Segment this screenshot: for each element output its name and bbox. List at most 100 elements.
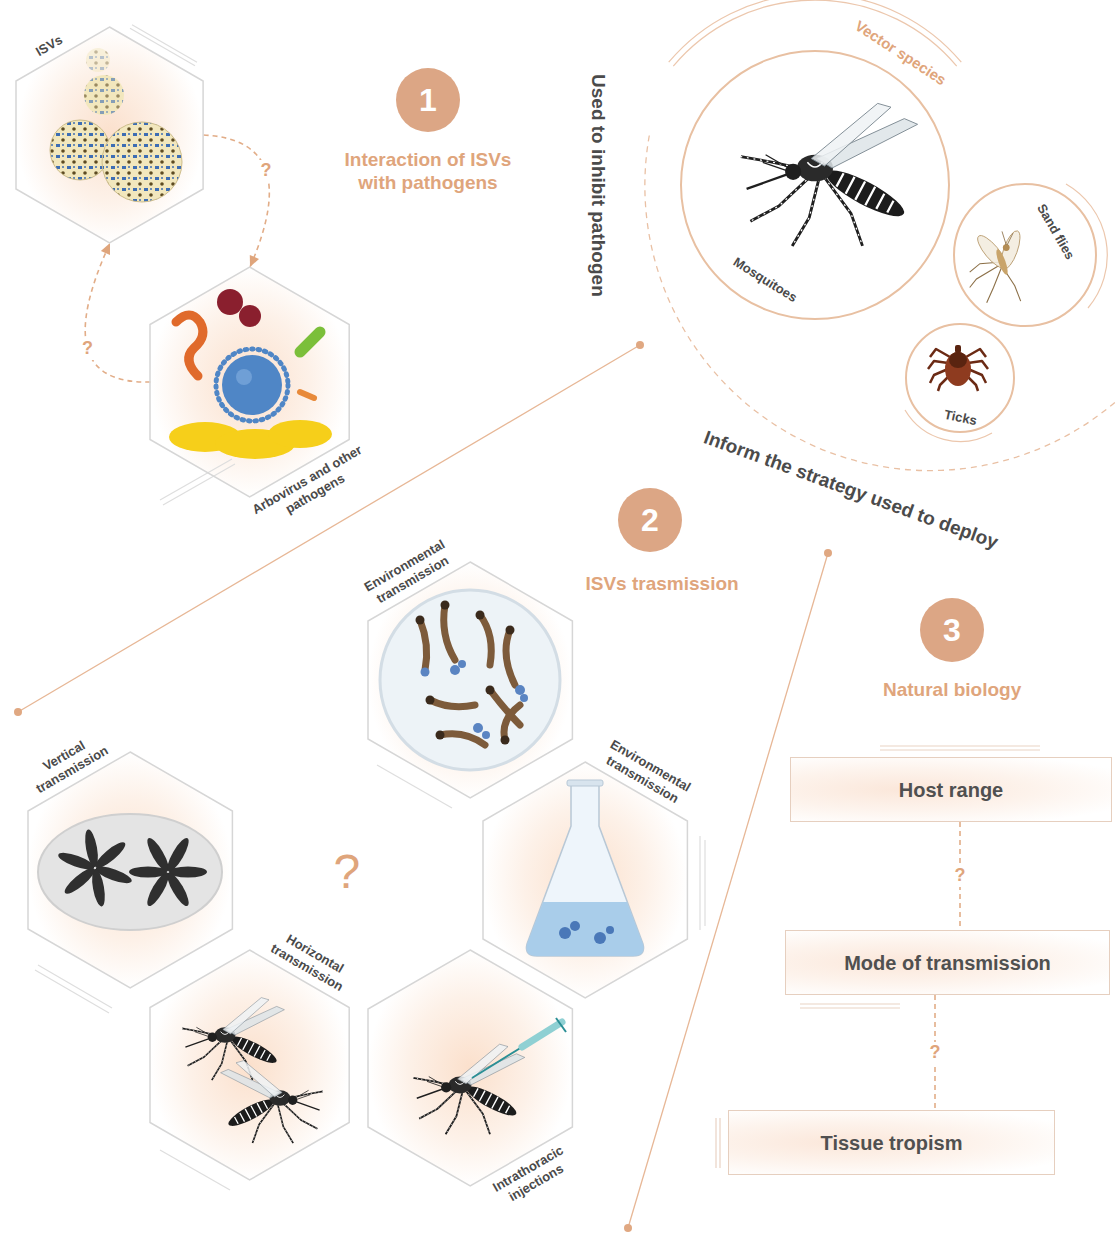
hexagon-label: Environmental transmission bbox=[351, 531, 466, 616]
larvae-dish bbox=[504, 705, 520, 740]
circle-label: Mosquitoes bbox=[730, 254, 800, 306]
box-label: Mode of transmission bbox=[844, 951, 1051, 975]
mosquito-pair bbox=[182, 998, 284, 1081]
callout-number: 3 bbox=[943, 614, 961, 646]
decor-lines bbox=[160, 1150, 230, 1190]
hexagon-panel: ISVs bbox=[16, 27, 203, 243]
isv-particles bbox=[86, 48, 110, 72]
injection-figure bbox=[413, 1018, 566, 1134]
pathogen-figures bbox=[176, 315, 203, 376]
hexagon-panel: Horizontal transmission bbox=[150, 950, 349, 1180]
section-title: Natural biology bbox=[883, 679, 1021, 702]
vector-figures bbox=[970, 229, 1024, 303]
mosquito-pair bbox=[221, 1061, 323, 1144]
decor-lines bbox=[700, 836, 705, 930]
larvae-dish bbox=[426, 696, 435, 705]
hexagon-outline bbox=[368, 562, 572, 798]
circle-outline bbox=[680, 50, 950, 320]
circle-outline bbox=[906, 324, 1014, 432]
vector-arcs bbox=[645, 136, 1118, 471]
vector-figures bbox=[741, 103, 1024, 391]
section-title: ISVs trasmission bbox=[586, 573, 739, 596]
connector-line bbox=[14, 708, 22, 716]
egg-dish bbox=[62, 864, 98, 897]
hexagon-outline bbox=[150, 950, 349, 1180]
isv-particles bbox=[84, 75, 124, 115]
callout-circle: 1 bbox=[396, 68, 460, 132]
edge-label: ? bbox=[78, 338, 97, 360]
isv-particles bbox=[50, 48, 182, 202]
larvae-dish bbox=[421, 660, 529, 739]
vector-figures bbox=[928, 349, 988, 391]
hexagon-outline bbox=[28, 752, 232, 988]
decor-lines bbox=[880, 746, 1040, 750]
larvae-dish bbox=[473, 723, 483, 733]
connector-line bbox=[624, 1224, 632, 1232]
hexagon-ground bbox=[150, 950, 349, 1180]
callout-number: 2 bbox=[641, 504, 659, 536]
larvae-dish bbox=[501, 736, 510, 745]
larvae-dish bbox=[440, 734, 485, 745]
larvae-dish bbox=[486, 686, 495, 695]
isv-particles bbox=[102, 122, 182, 202]
pathogen-figures bbox=[239, 305, 261, 327]
dashed-connector bbox=[85, 243, 150, 382]
vector-figures bbox=[1003, 244, 1010, 251]
hexagon-outline bbox=[16, 27, 203, 243]
larvae-dish bbox=[421, 668, 430, 677]
hexagon-outline bbox=[16, 27, 203, 243]
group-title: Vector species bbox=[851, 17, 949, 89]
vector-figures bbox=[1002, 231, 1013, 245]
isv-particles bbox=[102, 122, 182, 202]
isv-particles bbox=[86, 48, 110, 72]
hexagon-label: Vertical transmission bbox=[13, 722, 124, 804]
hexagon-panel: Intrathoracic injections bbox=[368, 950, 572, 1186]
vector-figures bbox=[945, 352, 971, 386]
isv-particles bbox=[102, 122, 182, 202]
larvae-dish bbox=[420, 620, 427, 670]
hexagon-ground bbox=[17, 27, 688, 1186]
hexagon-panel: Vertical transmission bbox=[28, 752, 232, 988]
vector-figures bbox=[994, 248, 1010, 276]
hexagon-ground bbox=[28, 752, 232, 988]
pathogen-figures bbox=[268, 420, 332, 448]
culture-flask bbox=[526, 784, 643, 956]
hexagon-label: Environmental transmission bbox=[589, 731, 704, 816]
edge-label: ? bbox=[926, 1042, 945, 1064]
dashed-connector bbox=[85, 243, 150, 382]
larvae-dish bbox=[430, 700, 475, 707]
egg-dish bbox=[56, 829, 133, 908]
egg-dish bbox=[92, 839, 128, 872]
larvae-dish bbox=[520, 694, 528, 702]
hexagon-panel: Arbovirus and other pathogens bbox=[150, 267, 349, 497]
callout-number: 1 bbox=[419, 84, 437, 116]
vector-figures bbox=[928, 345, 988, 391]
circle-outline bbox=[954, 184, 1096, 326]
circle-label: Sand flies bbox=[1033, 201, 1077, 262]
larvae-dish bbox=[476, 611, 485, 620]
egg-dish bbox=[38, 814, 222, 930]
isv-particles bbox=[50, 120, 110, 180]
larvae-dish bbox=[416, 616, 425, 625]
process-box: Mode of transmission bbox=[785, 930, 1110, 995]
connector-line bbox=[636, 341, 644, 349]
larvae-dish bbox=[482, 731, 490, 739]
vector-figures bbox=[741, 103, 918, 246]
circle-label: Ticks bbox=[942, 407, 978, 429]
flow-caption: Inform the strategy used to deploy bbox=[700, 426, 1000, 554]
egg-dish bbox=[164, 835, 193, 873]
larvae-dish bbox=[444, 605, 455, 660]
vector-figures bbox=[955, 345, 961, 353]
hexagon-label: Intrathoracic injections bbox=[476, 1134, 589, 1217]
larvae-dish bbox=[380, 590, 560, 770]
question-mark: ? bbox=[334, 843, 361, 901]
larvae-dish bbox=[458, 660, 466, 668]
culture-flask bbox=[606, 926, 614, 934]
pathogen-figures bbox=[169, 289, 332, 459]
culture-flask bbox=[570, 921, 580, 931]
callout-circle: 3 bbox=[920, 598, 984, 662]
decor-lines bbox=[716, 1118, 720, 1168]
egg-dish bbox=[38, 814, 222, 930]
injection-figure bbox=[556, 1018, 566, 1032]
